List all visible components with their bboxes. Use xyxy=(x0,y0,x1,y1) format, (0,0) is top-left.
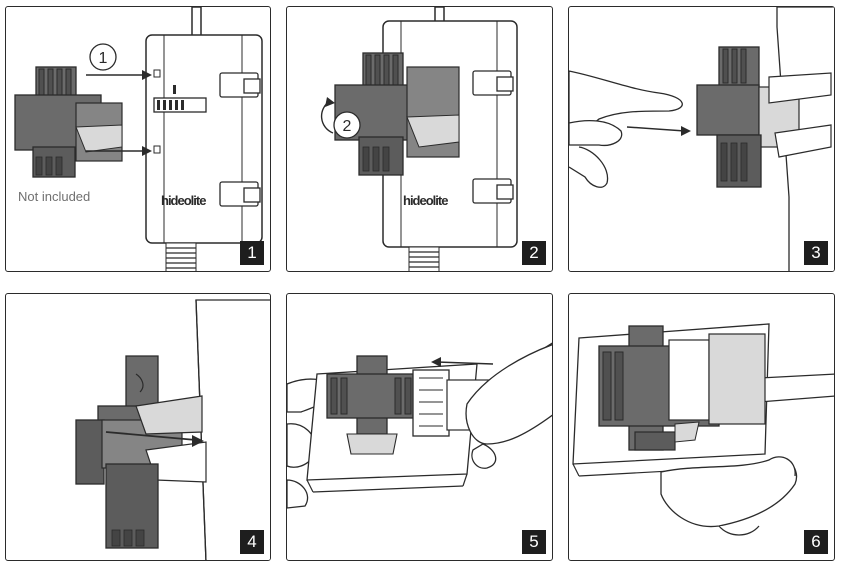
step-1-callout-number: 1 xyxy=(99,50,108,67)
step-3-badge: 3 xyxy=(804,241,828,265)
step-2-badge: 2 xyxy=(522,241,546,265)
step-6-illustration xyxy=(572,323,834,536)
step-1-illustration: hideolite xyxy=(14,7,263,271)
step-5-illustration xyxy=(287,342,552,509)
step-6-badge: 6 xyxy=(804,530,828,554)
step-3-connector xyxy=(696,46,832,188)
step-3-illustration xyxy=(569,7,834,271)
step-1-brand: hideolite xyxy=(161,193,206,208)
step-2-illustration: hideolite 2 xyxy=(320,7,518,271)
step-1-note: Not included xyxy=(18,189,91,204)
step-3-panel: 3 xyxy=(568,6,835,272)
step-4-badge: 4 xyxy=(240,530,264,554)
step-1-connector xyxy=(14,66,123,178)
step-1-panel: hideolite xyxy=(5,6,271,272)
step-5-panel: 5 xyxy=(286,293,553,561)
step-1-callout-circle xyxy=(89,43,117,71)
step-1-badge: 1 xyxy=(240,241,264,265)
step-2-callout-number: 2 xyxy=(343,118,352,135)
step-5-socket-connector xyxy=(326,355,418,455)
step-4-illustration xyxy=(75,299,270,560)
step-3-hand xyxy=(569,70,683,188)
step-2-panel: hideolite 2 2 xyxy=(286,6,553,272)
step-4-panel: 4 xyxy=(5,293,271,561)
step-6-panel: 6 xyxy=(568,293,835,561)
step-2-callout-circle xyxy=(333,111,361,139)
step-6-connector xyxy=(598,325,766,451)
step-6-hand xyxy=(660,456,798,536)
step-2-connector xyxy=(334,52,460,176)
step-2-brand: hideolite xyxy=(403,193,448,208)
step-4-connector xyxy=(75,355,207,549)
step-5-right-hand xyxy=(465,344,552,469)
step-5-badge: 5 xyxy=(522,530,546,554)
